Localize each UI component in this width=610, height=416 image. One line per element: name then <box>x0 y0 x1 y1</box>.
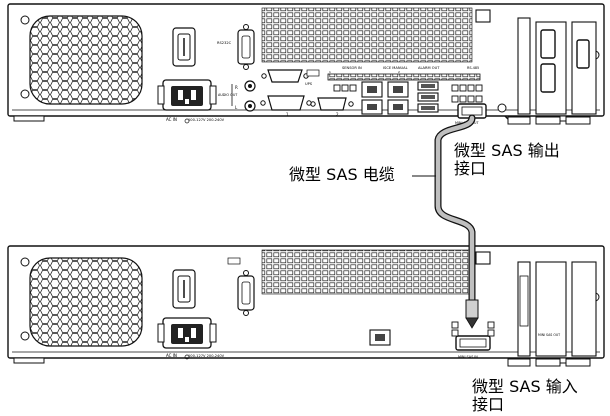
bottom-mini-sas-in-label: MINI SAS IN <box>458 355 478 359</box>
in-port-callout-line2: 接口 <box>472 395 505 414</box>
top-sensor-in-label: SENSOR IN <box>342 66 362 70</box>
top-power-switch-icon <box>172 27 196 67</box>
top-vga-port-2-icon <box>310 97 354 111</box>
top-pin-1-label: 1 <box>329 70 331 74</box>
bottom-expansion-slots <box>507 261 597 367</box>
bottom-voltage-label: 100-127V 200-240V <box>188 354 225 358</box>
bottom-mini-sas-in-port-icon <box>451 321 495 351</box>
top-left-screw-icon <box>20 15 30 25</box>
cable-callout: 微型 SAS 电缆 <box>289 165 395 184</box>
bottom-fan-grille <box>29 257 143 347</box>
out-port-callout-line2: 接口 <box>454 159 487 178</box>
bottom-server-rear-panel: AC IN 100-127V 200-240V MINI SAS IN <box>7 245 605 367</box>
top-ac-inlet-icon <box>157 79 217 111</box>
top-rs232c-label: RS232C <box>217 41 232 45</box>
top-voltage-label: 100-127V 200-240V <box>188 118 225 122</box>
top-ac-in-label: AC IN <box>166 117 177 122</box>
top-audio-l-label: L <box>235 105 238 110</box>
bottom-ethernet-port-icon <box>369 329 391 346</box>
top-ups-label: UPS <box>305 82 313 86</box>
mini-sas-cable <box>434 114 479 329</box>
out-port-callout-line1: 微型 SAS 输出 <box>454 141 560 160</box>
top-alarm-out-label: ALARM OUT <box>418 66 440 70</box>
bottom-power-switch-icon <box>172 269 196 309</box>
insert-arrow-icon <box>465 317 479 329</box>
top-rs485-label: RS-485 <box>467 66 479 70</box>
bottom-ac-inlet-icon <box>157 317 217 349</box>
top-vent-grid <box>261 7 473 63</box>
top-server-rear-panel: AC IN 100-127V 200-240V RS232C AUDIO OUT… <box>7 3 605 125</box>
top-audio-out-jacks <box>231 80 256 112</box>
top-fan-grille <box>29 15 143 105</box>
bottom-serial-port-icon <box>237 270 255 316</box>
top-vga-port-1-icon <box>260 95 312 111</box>
top-port-2-label: 2 <box>336 112 339 117</box>
top-terminal-block <box>327 73 481 81</box>
top-audio-out-label: AUDIO OUT <box>218 93 238 97</box>
top-indicator-squares <box>333 84 483 103</box>
bottom-mini-sas-out-label: MINI SAS OUT <box>538 333 560 337</box>
top-port-1-label: 1 <box>286 112 289 117</box>
top-pin-2-label: 2 <box>398 70 400 74</box>
top-isce-manual-label: ISCE MANUAL <box>383 66 408 70</box>
bottom-ac-in-label: AC IN <box>166 353 177 358</box>
bottom-vent-grid <box>261 249 473 295</box>
top-usb-ports-icon <box>417 81 439 113</box>
top-ethernet-ports-icon <box>361 81 409 115</box>
in-port-callout-line1: 微型 SAS 输入 <box>472 377 578 396</box>
top-ups-serial-port-icon <box>261 69 309 83</box>
top-expansion-slots <box>507 17 597 125</box>
top-audio-r-label: R <box>235 85 238 90</box>
top-rs232c-port-icon <box>237 24 255 70</box>
